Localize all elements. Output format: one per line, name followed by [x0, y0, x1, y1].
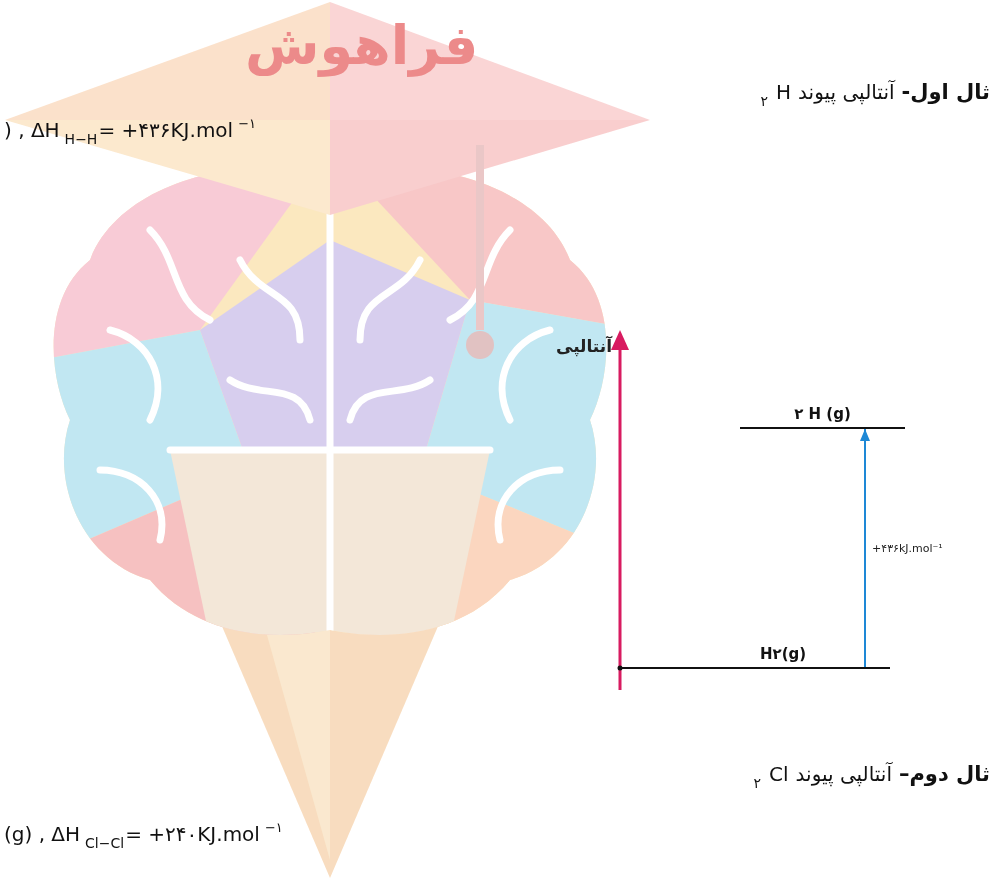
heading-text: آنتالپی پیوند	[796, 762, 892, 786]
species-label: ۲ H (g)	[794, 405, 851, 423]
watermark-text: فراهوش	[245, 14, 478, 77]
species-label: H۲(g)	[760, 645, 806, 663]
text-row: ثال اول-آنتالپی پیوندH۲	[760, 80, 990, 104]
axis-label: آنتالپی	[556, 336, 612, 356]
enthalpy-arrow	[864, 429, 866, 667]
formula-text: = +۲۴۰KJ.mol	[125, 822, 260, 846]
subscript: H−H	[65, 131, 98, 147]
text-row: (g) , ΔHCl−Cl= +۲۴۰KJ.mol−۱	[4, 822, 284, 846]
text-holder: فراهوش	[245, 14, 478, 77]
text-row: ) , ΔHH−H= +۴۳۶KJ.mol−۱	[4, 118, 257, 142]
energy-level: ۲ H (g)	[740, 404, 905, 429]
superscript: −۱	[238, 116, 256, 131]
formula-symbol: H	[776, 80, 791, 104]
enthalpy-axis	[611, 330, 629, 690]
text-holder: آنتالپی	[556, 336, 612, 356]
superscript: −۱	[265, 820, 283, 835]
formula-text: ) , ΔH	[4, 118, 60, 142]
heading-text: ثال اول-	[902, 80, 991, 104]
logo-art	[5, 2, 650, 878]
energy-level: H۲(g)	[620, 644, 890, 669]
heading-text: ثال دوم–	[899, 762, 990, 786]
formula-symbol: Cl	[769, 762, 789, 786]
heading-text: آنتالپی پیوند	[798, 80, 894, 104]
subscript: ۲	[754, 775, 762, 791]
formula-text: = +۴۳۶KJ.mol	[98, 118, 233, 142]
subscript: Cl−Cl	[85, 835, 124, 851]
formula-text: (g) , ΔH	[4, 822, 80, 846]
text-row: ثال دوم–آنتالپی پیوندCl۲	[753, 762, 991, 786]
enthalpy-value: +۴۳۶kJ.mol⁻¹	[872, 542, 943, 555]
subscript: ۲	[761, 93, 769, 109]
